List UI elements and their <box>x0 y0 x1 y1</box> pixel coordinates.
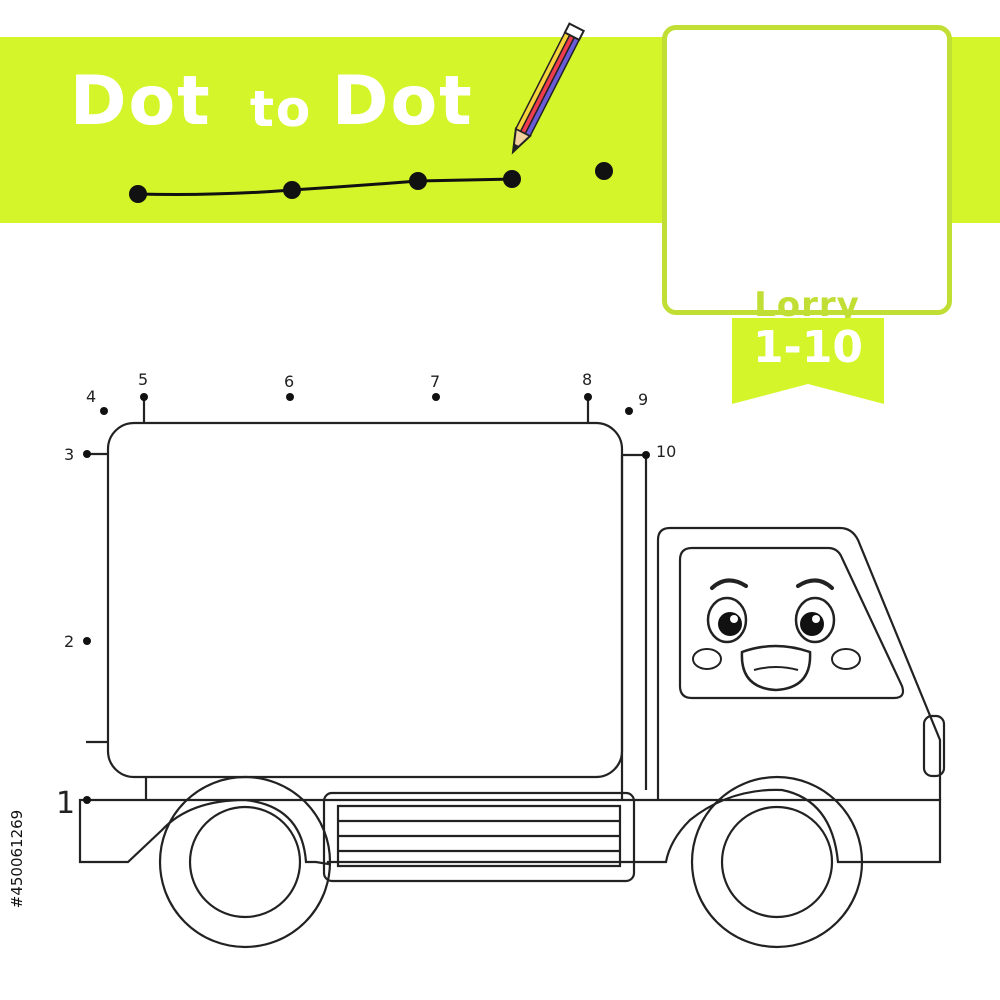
rear-wheel <box>158 775 332 949</box>
dot-label-9: 9 <box>638 390 648 409</box>
title-word-dot: Dot <box>70 62 212 141</box>
title-word-to: to <box>250 80 313 138</box>
dot-8[interactable]: 8 <box>582 370 592 401</box>
dot-label-6: 6 <box>284 372 294 391</box>
image-id-text: #450061269 <box>8 809 26 909</box>
dot-4[interactable]: 4 <box>86 387 108 415</box>
dot-label-4: 4 <box>86 387 96 406</box>
dot-1[interactable]: 1 <box>56 786 91 821</box>
side-panel <box>322 791 636 883</box>
dot-9[interactable]: 9 <box>625 390 648 415</box>
dot-7[interactable]: 7 <box>430 372 440 401</box>
reference-card: Lorry <box>662 25 952 325</box>
dot-3[interactable]: 3 <box>64 445 91 464</box>
range-label: 1-10 <box>752 322 864 373</box>
range-ribbon <box>732 318 884 404</box>
pencil-icon <box>511 22 586 155</box>
cab-window <box>678 546 905 700</box>
chassis-frame <box>78 788 942 866</box>
dot-label-5: 5 <box>138 370 148 389</box>
dot-label-1: 1 <box>56 786 75 821</box>
dot-6[interactable]: 6 <box>284 372 294 401</box>
cab-face <box>692 578 861 692</box>
dot-label-2: 2 <box>64 632 74 651</box>
cab-outline <box>656 526 942 800</box>
dot-label-8: 8 <box>582 370 592 389</box>
side-mirror <box>922 714 946 778</box>
dot-2[interactable]: 2 <box>64 632 91 651</box>
dot-10[interactable]: 10 <box>642 442 676 461</box>
title-word-dot-2: Dot <box>332 62 474 141</box>
front-wheel <box>690 775 864 949</box>
dot-label-7: 7 <box>430 372 440 391</box>
dot-label-3: 3 <box>64 445 74 464</box>
dot-5[interactable]: 5 <box>138 370 148 401</box>
example-dot-line <box>129 162 613 203</box>
dot-label-10: 10 <box>656 442 676 461</box>
